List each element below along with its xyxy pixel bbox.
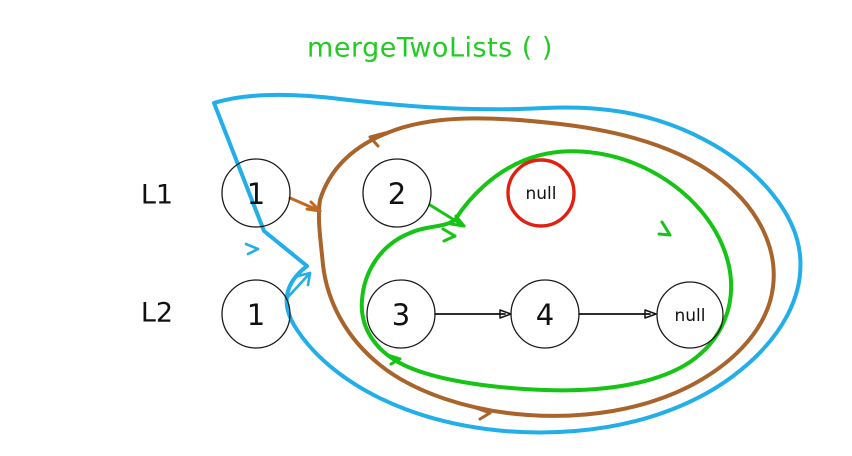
green-region-arrowhead-3 — [386, 353, 402, 366]
node-l2-null[interactable]: null — [656, 281, 724, 349]
green-region-arrowhead-2 — [657, 220, 672, 237]
node-l2-4[interactable]: 4 — [510, 279, 580, 349]
brown-region-arrowhead-2 — [474, 406, 492, 421]
link-2-to-green — [428, 203, 466, 228]
node-l2-4-label: 4 — [536, 298, 554, 332]
brown-region-arrowhead — [368, 131, 387, 148]
outer-region-outline — [212, 92, 803, 435]
link-3-to-4 — [434, 309, 512, 319]
node-l1-null-label: null — [526, 184, 557, 204]
l2-label: L2 — [141, 298, 173, 329]
node-l1-2[interactable]: 2 — [362, 158, 432, 228]
node-l2-null-label: null — [675, 306, 706, 326]
node-l2-1-label: 1 — [247, 298, 265, 332]
node-l2-1[interactable]: 1 — [221, 279, 291, 349]
node-l1-2-label: 2 — [388, 177, 406, 211]
green-region-arrowhead — [441, 227, 457, 243]
l1-label: L1 — [141, 180, 173, 211]
node-l1-1-label: 1 — [247, 177, 265, 211]
blue-region-arrowhead — [244, 242, 260, 256]
link-l2-1-to-blue — [286, 271, 312, 299]
node-l2-3-label: 3 — [392, 298, 410, 332]
inner-region-outline — [359, 149, 734, 393]
page-title: mergeTwoLists ( ) — [307, 33, 553, 64]
middle-region-outline — [316, 116, 776, 418]
link-4-to-null — [578, 309, 657, 319]
link-1-to-region — [288, 196, 322, 213]
node-l1-null[interactable]: null — [506, 158, 576, 228]
node-l2-3[interactable]: 3 — [366, 279, 436, 349]
node-l1-1[interactable]: 1 — [221, 158, 291, 228]
